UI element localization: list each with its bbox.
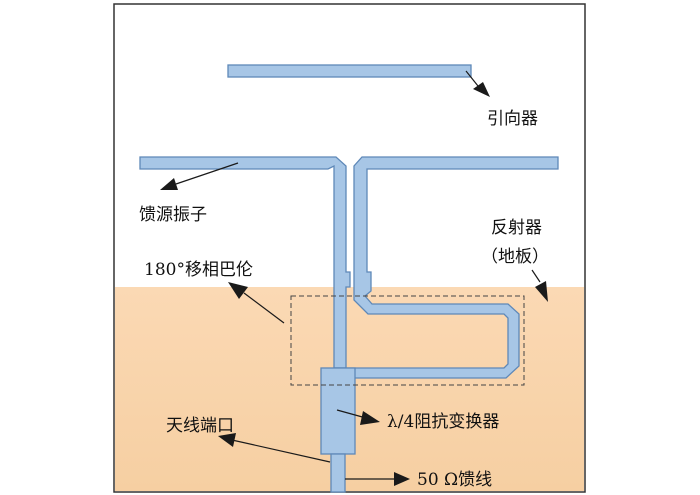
driven-dipole-arrow	[160, 162, 239, 190]
antenna-port-arrow	[218, 433, 331, 463]
reflector-arrow	[531, 269, 548, 302]
director-arrow	[465, 70, 490, 97]
reflector-label: 反射器	[491, 218, 542, 238]
balun-label: 180°移相巴伦	[144, 260, 253, 280]
reflector-note-label: （地板）	[481, 247, 549, 267]
balun-arrow	[228, 282, 285, 324]
driven-dipole-left-arm	[139, 156, 351, 369]
director-strip	[227, 64, 472, 78]
driven-dipole-right-arm	[333, 156, 559, 379]
transformer-arrow	[336, 409, 380, 425]
feedline-label: 50 Ω馈线	[417, 470, 492, 490]
quarter-wave-transformer	[320, 367, 356, 455]
balun-dashed-box	[290, 295, 525, 386]
feedline-arrow	[345, 472, 410, 486]
driven-dipole-label: 馈源振子	[139, 205, 207, 225]
antenna-port-label: 天线端口	[166, 416, 234, 436]
director-label: 引向器	[487, 109, 538, 129]
feedline-strip	[330, 453, 346, 493]
transformer-label: λ/4阻抗变换器	[387, 412, 499, 432]
